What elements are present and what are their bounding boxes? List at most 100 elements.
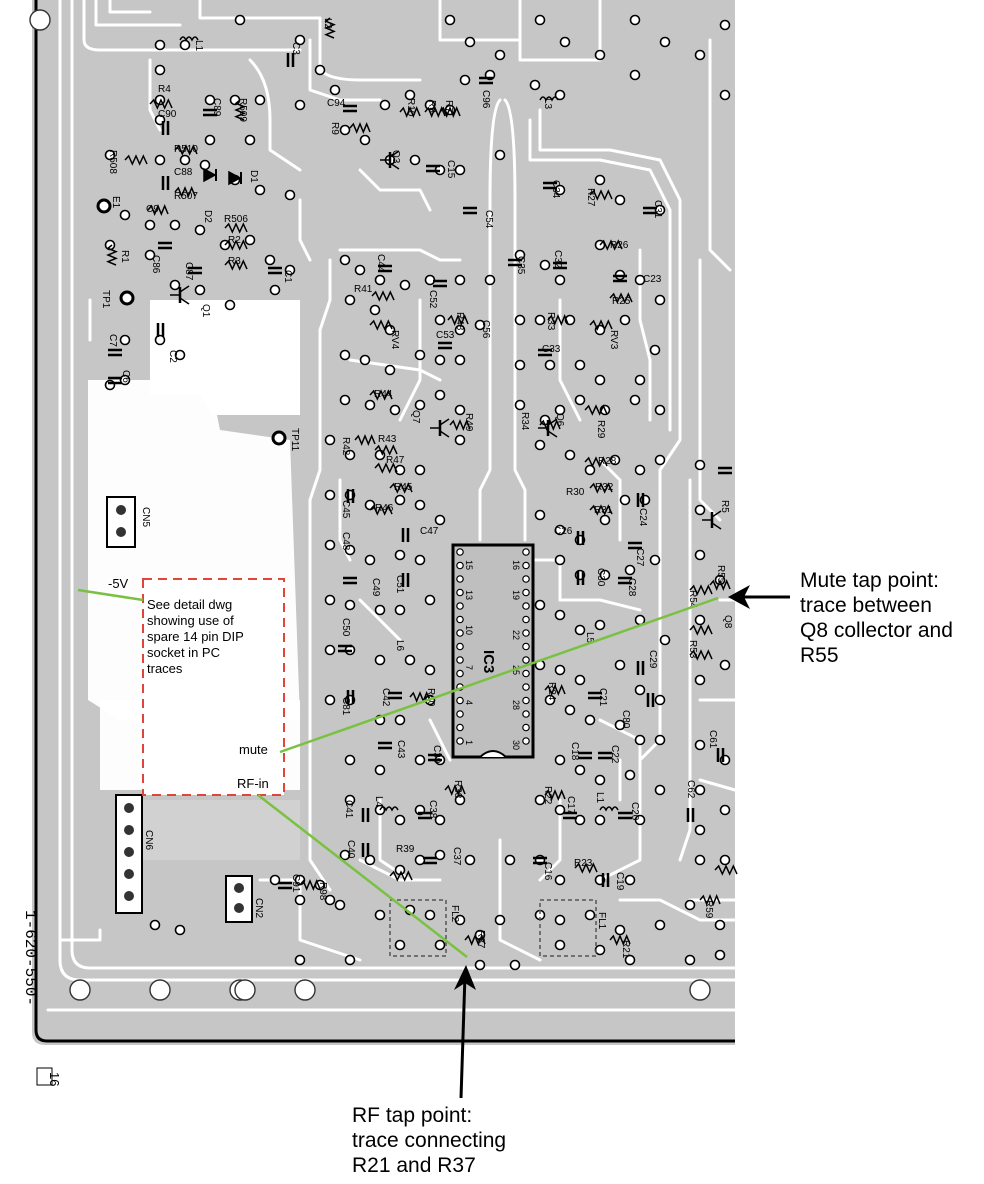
resistor-symbol [544,789,566,801]
rf-arrow [454,965,476,1099]
mute-callout-line: Q8 collector and [800,619,953,642]
resistor-symbol [447,314,469,326]
component-label: R49 [463,413,474,432]
component-label: C17 [565,796,576,815]
component-label: R31 [594,505,613,516]
resistor-symbol [449,419,471,431]
component-label: R7 [443,100,454,113]
resistor-symbol [444,784,466,796]
resistor-symbol [609,292,633,304]
resistor-symbol [399,106,421,118]
resistor-symbol [464,934,486,946]
test-point-tp1 [119,290,135,306]
component-label: R10 [405,98,416,117]
connector-cn5 [106,496,136,548]
component-label: R29 [595,420,606,439]
component-label: C30 [595,568,606,587]
component-label: C88 [174,167,193,178]
resistor-symbol [689,649,713,661]
component-label: C21 [597,688,608,707]
component-label: C28 [626,578,637,597]
rf-callout-line: R21 and R37 [352,1154,476,1177]
resistor-symbol [439,106,461,118]
component-label: R25 [612,296,631,307]
component-label: R48 [454,312,465,331]
board-marking: TP1 [100,290,111,309]
ic-pin-label: 22 [511,630,521,640]
supply-wire [77,588,144,602]
component-label: C20 [629,802,640,821]
component-label: R53 [687,640,698,659]
resistor-symbol [589,189,613,201]
component-label: C6 [120,370,131,383]
mute-callout: Mute tap point: trace between Q8 collect… [800,568,980,668]
component-label: R43 [378,434,397,445]
resistor-symbol [224,222,248,234]
component-label: R2 [228,235,241,246]
resistor-symbol [374,462,398,474]
resistor-symbol [584,456,608,468]
resistor-symbol [699,894,721,906]
component-label: L5 [584,632,595,644]
detail-note-line: showing use of [147,613,234,628]
ic-pin-label: 19 [511,590,521,600]
component-label: C22 [609,745,620,764]
component-label: R59 [703,900,714,919]
component-label: R509 [237,98,248,122]
component-label: C80 [620,710,631,729]
filter-fl1 [539,899,597,957]
board-marking: CN5 [140,507,151,527]
resistor-symbol [689,584,713,596]
ic-pin-label: 7 [464,665,474,670]
component-label: C16 [542,862,553,881]
component-label: C81 [340,697,351,716]
resistor-symbol [324,17,336,39]
resistor-symbol [389,482,413,494]
component-label: C43 [395,740,406,759]
resistor-symbol [547,314,569,326]
board-marking: TP11 [289,428,300,452]
connector-cn2 [225,875,253,923]
resistor-symbol [539,419,561,431]
component-label: C51 [394,575,405,594]
component-label: C91 [290,874,301,893]
component-label: R32 [595,482,614,493]
component-label: C37 [451,847,462,866]
component-label: D1 [248,170,259,183]
resistor-symbol [124,154,148,166]
component-label: C40 [345,840,356,859]
component-label: L2 [322,18,333,30]
component-label: L1 [193,40,204,52]
resistor-symbol [369,504,393,516]
resistor-symbol [149,98,173,110]
component-label: C48 [340,532,351,551]
component-label: R34 [519,412,530,431]
page-mark-text: 16 [47,1072,62,1086]
resistor-symbol [106,244,118,266]
component-label: R22 [542,786,553,805]
mute-tap-wire [279,596,719,754]
component-label: C33 [542,344,561,355]
resistor-symbol [689,624,713,636]
component-label: C52 [427,290,438,309]
resistor-symbol [147,204,169,216]
component-label: C86 [150,255,161,274]
component-label: Q7 [410,410,421,424]
component-label: C94 [327,98,346,109]
ic-pin-label: 15 [464,560,474,570]
component-label: C26 [554,526,573,537]
component-label: R38 [452,780,463,799]
resistor-symbol [299,879,321,891]
resistor-symbol [589,504,613,516]
detail-note-line: See detail dwg [147,597,233,612]
filter-fl2 [389,899,447,957]
component-label: C42 [380,688,391,707]
component-label: FL1 [596,912,607,930]
component-label: C89 [211,98,222,117]
component-label: R40 [425,688,436,707]
component-label: C23 [643,274,662,285]
component-label: C29 [647,650,658,669]
mute-callout-line: R55 [800,644,839,667]
rf-in-label: RF-in [237,776,269,791]
